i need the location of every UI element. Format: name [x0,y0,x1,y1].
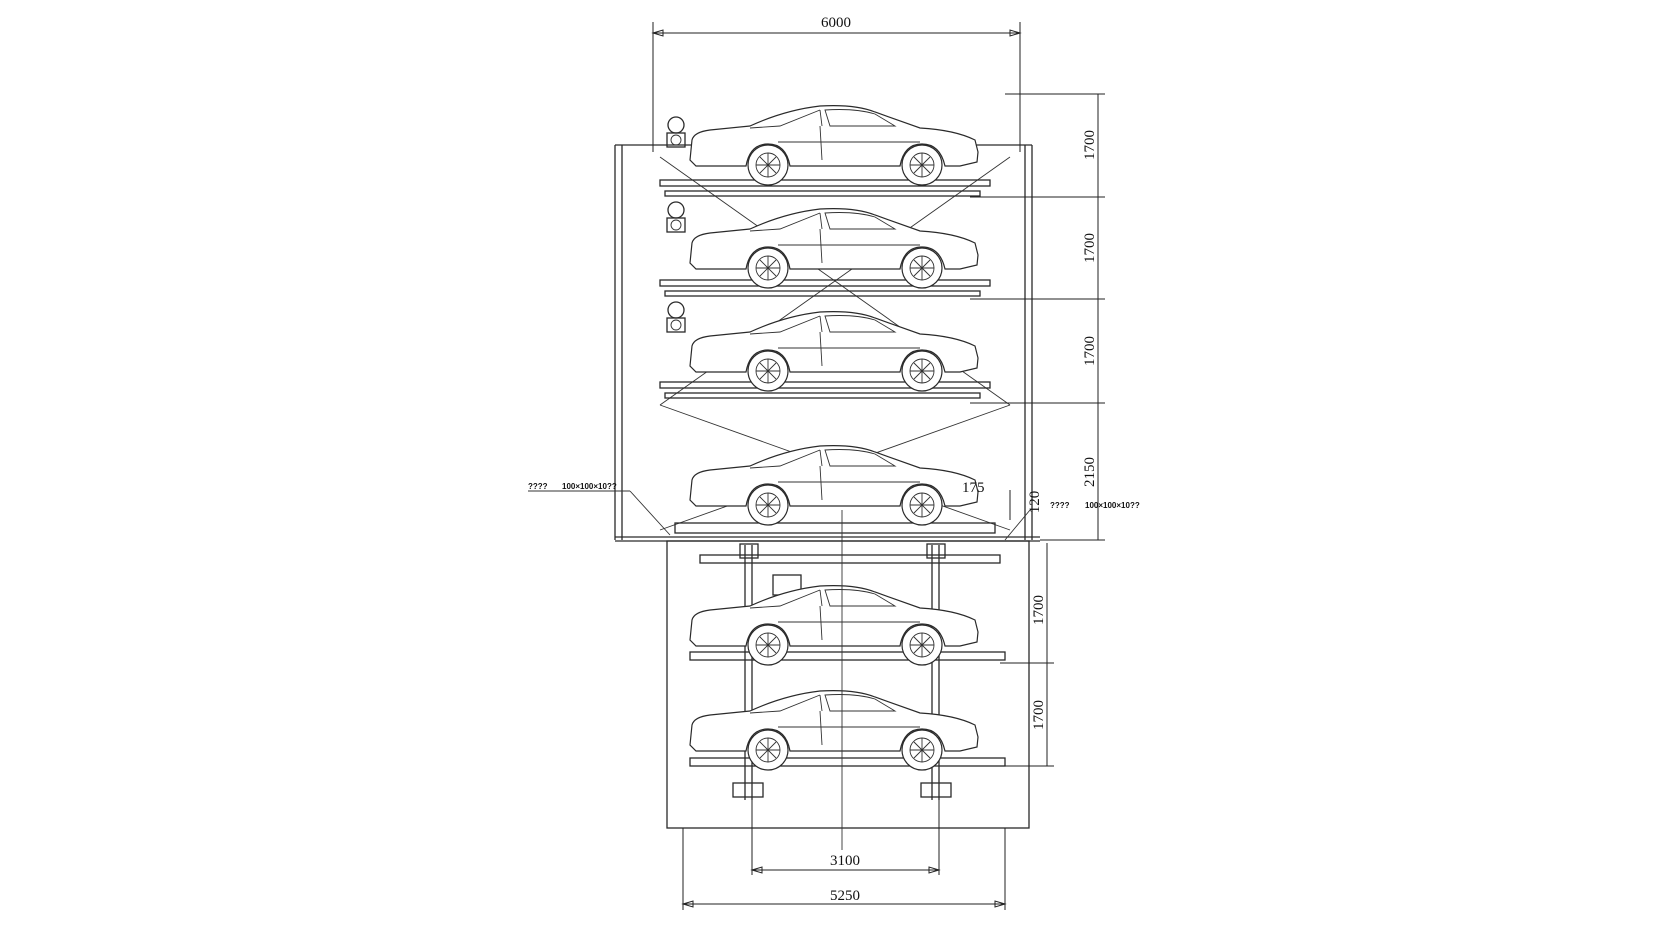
level-height-3: 1700 [1082,336,1098,366]
pit-level-height-1: 1700 [1031,595,1047,625]
pit [666,540,1030,829]
dimension-right-upper: 1700 1700 1700 2150 [970,93,1105,541]
cars-pit [689,584,979,771]
right-annotation: ???? 100×100×10?? [1004,501,1140,541]
pit-width-label: 5250 [830,888,860,904]
post-spacing-label: 3100 [830,853,860,869]
left-label-unknown: ???? [528,482,548,491]
offset-175-label: 175 [962,480,985,496]
right-label-spec: 100×100×10?? [1085,501,1140,510]
level-height-1: 1700 [1082,130,1098,160]
offset-120-label: 120 [1027,491,1043,514]
dimension-right-pit: 1700 1700 [1000,543,1054,767]
level-height-2: 1700 [1082,233,1098,263]
dimension-top: 6000 [651,15,1022,152]
cars-upper [689,104,979,526]
motors [666,116,686,333]
dimension-small-offsets: 175 120 [962,480,1043,520]
left-label-spec: 100×100×10?? [562,482,617,491]
level-height-4: 2150 [1082,457,1098,487]
left-annotation: ???? 100×100×10?? [528,482,671,536]
hydraulic-cylinders [732,543,952,798]
overall-width-label: 6000 [821,15,851,31]
right-label-unknown: ???? [1050,501,1070,510]
dimension-bottom: 3100 5250 [681,800,1007,910]
pit-level-height-2: 1700 [1031,700,1047,730]
pallets-upper [659,179,996,534]
